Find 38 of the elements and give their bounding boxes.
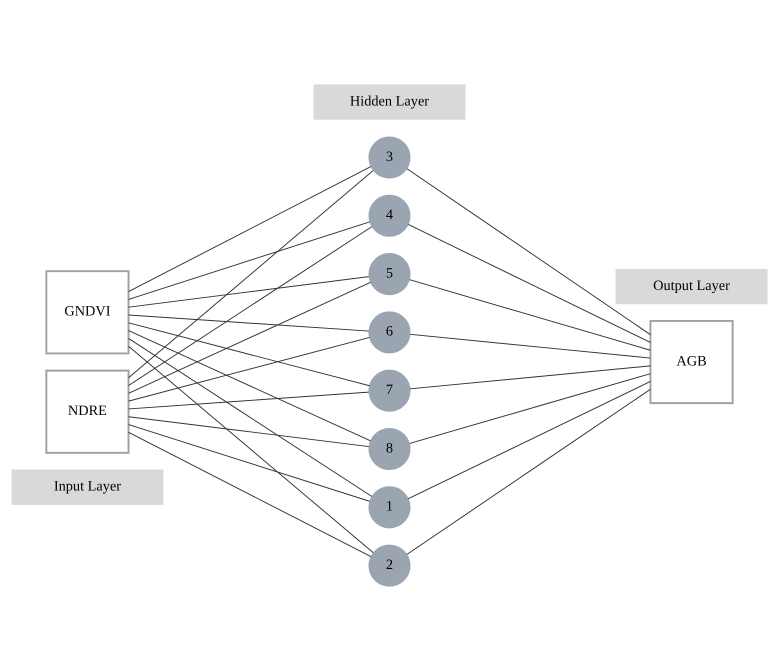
connector (406, 168, 651, 335)
node-circle: 1 (368, 486, 411, 528)
connector (128, 226, 372, 386)
connector (128, 281, 372, 394)
node-box: NDRE (45, 369, 130, 454)
connector (128, 424, 370, 502)
node-box: Input Layer (11, 469, 164, 504)
connector (128, 220, 370, 300)
connector (128, 322, 370, 386)
connector (128, 166, 372, 292)
connector (409, 278, 651, 350)
node-circle: 7 (368, 369, 411, 412)
connector (406, 388, 651, 554)
node-box: GNDVI (45, 270, 130, 354)
node-box: Hidden Layer (314, 84, 466, 120)
node-box: AGB (650, 319, 734, 404)
node-circle: 2 (368, 544, 411, 586)
connector (409, 372, 651, 444)
connector (128, 170, 374, 378)
node-circle: 5 (368, 252, 411, 295)
connector (128, 314, 370, 332)
connector (128, 345, 374, 553)
connector (410, 333, 651, 358)
connector (408, 224, 651, 342)
connector (128, 330, 372, 441)
node-circle: 3 (368, 136, 411, 178)
connector (128, 337, 372, 496)
node-circle: 8 (368, 427, 411, 470)
connector (410, 364, 651, 389)
connector (128, 276, 370, 308)
connector (128, 416, 370, 447)
connector (128, 391, 370, 409)
node-box: Output Layer (616, 268, 768, 304)
node-circle: 6 (368, 310, 411, 353)
connector (408, 380, 651, 499)
connector (128, 431, 372, 557)
node-circle: 4 (368, 194, 411, 236)
connector (128, 336, 370, 402)
